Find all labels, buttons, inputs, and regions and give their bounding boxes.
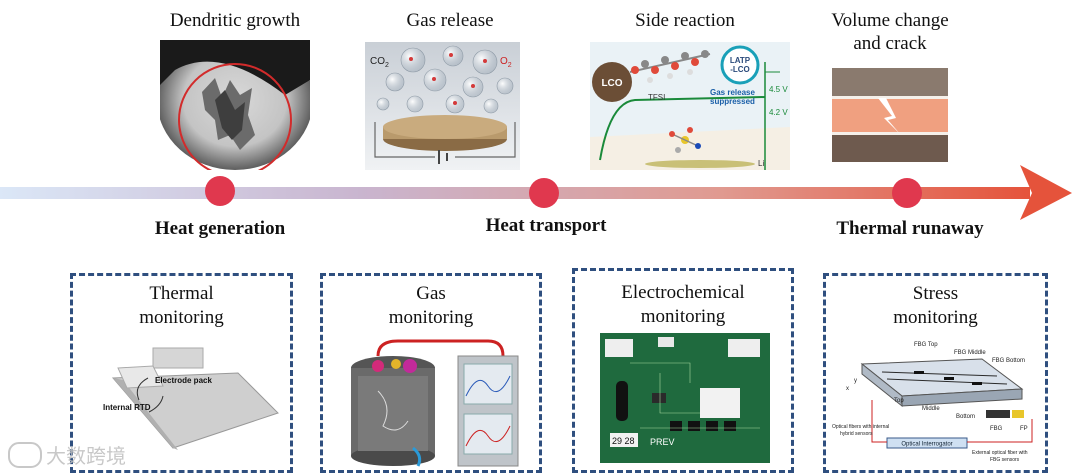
volume-crack-image	[832, 68, 948, 162]
timeline-dot-runaway	[892, 178, 922, 208]
stress-title-line1: Stress	[912, 283, 959, 304]
stress-fbg-illustration: FBG Top FBG Middle FBG Bottom x y Top Mi…	[832, 342, 1033, 463]
stage-heat-transport: Heat transport	[485, 215, 607, 236]
svg-text:Optical fibers with internal: Optical fibers with internal	[832, 424, 889, 430]
svg-text:y: y	[854, 378, 857, 384]
gas-monitoring-box: Gas monitoring	[320, 273, 542, 473]
thermal-monitoring-box: Thermal monitoring Electrode pack Intern…	[70, 273, 293, 473]
gas-title-line2: monitoring	[388, 307, 474, 328]
svg-text:FBG Top: FBG Top	[914, 342, 938, 348]
svg-text:FBG Bottom: FBG Bottom	[992, 358, 1025, 364]
title-volume-line1: Volume change	[831, 10, 949, 31]
title-volume-change: Volume change and crack	[800, 9, 980, 55]
electrochemical-title-line1: Electrochemical	[621, 282, 745, 303]
svg-text:LATP: LATP	[730, 56, 751, 65]
title-volume-line2: and crack	[853, 33, 927, 54]
svg-text:suppressed: suppressed	[710, 97, 755, 106]
svg-text:CO2: CO2	[370, 56, 389, 69]
gas-release-image: CO2 O2	[365, 42, 520, 170]
svg-text:4.5 V: 4.5 V	[769, 85, 788, 94]
svg-text:Internal RTD: Internal RTD	[103, 403, 151, 412]
electrochemical-monitoring-box: Electrochemical monitoring 29 28 PREV	[572, 268, 794, 473]
thermal-title-line1: Thermal	[149, 283, 214, 304]
svg-text:FBG Middle: FBG Middle	[954, 350, 986, 356]
gas-title-line1: Gas	[416, 283, 446, 304]
svg-text:x: x	[846, 386, 849, 392]
svg-text:LCO: LCO	[601, 78, 622, 89]
svg-text:Li: Li	[758, 159, 764, 168]
svg-text:O2: O2	[500, 56, 512, 69]
side-reaction-image: LCO LATP -LCO TFSI Gas release suppresse…	[590, 42, 790, 170]
svg-text:Gas release: Gas release	[710, 88, 755, 97]
watermark: 大数跨境	[8, 440, 126, 469]
title-gas-release: Gas release	[406, 10, 494, 31]
timeline-dot-transport	[529, 178, 559, 208]
timeline-dot-generation	[205, 176, 235, 206]
timeline-arrow	[0, 165, 1072, 220]
dendrite-image	[160, 40, 310, 170]
title-dendritic-growth: Dendritic growth	[169, 10, 301, 31]
electrochemical-title-line2: monitoring	[640, 306, 726, 327]
watermark-logo-icon	[8, 441, 42, 468]
thermal-cell-illustration: Electrode pack Internal RTD	[103, 347, 279, 450]
svg-text:FBG: FBG	[990, 426, 1003, 432]
svg-text:Optical Interrogator: Optical Interrogator	[901, 442, 952, 448]
svg-text:29 28: 29 28	[612, 436, 635, 446]
stage-thermal-runaway: Thermal runaway	[836, 218, 984, 239]
svg-text:Electrode pack: Electrode pack	[155, 376, 212, 385]
circuit-board-illustration: 29 28 PREV	[600, 333, 770, 463]
title-side-reaction: Side reaction	[635, 10, 735, 31]
svg-text:PREV: PREV	[650, 437, 675, 447]
stress-monitoring-box: Stress monitoring FBG Top FBG Middle FBG…	[823, 273, 1048, 473]
stress-title-line2: monitoring	[893, 307, 978, 328]
svg-text:FBG sensors: FBG sensors	[990, 457, 1020, 463]
stage-heat-generation: Heat generation	[154, 218, 286, 239]
svg-text:FP: FP	[1020, 426, 1028, 432]
svg-text:TFSI: TFSI	[648, 93, 665, 102]
svg-text:Middle: Middle	[922, 406, 940, 412]
gas-sensor-illustration	[351, 339, 519, 467]
svg-text:hybrid sensors: hybrid sensors	[840, 431, 873, 437]
watermark-text: 大数跨境	[46, 444, 126, 468]
svg-text:-LCO: -LCO	[730, 65, 750, 74]
svg-text:External optical fiber with: External optical fiber with	[972, 450, 1028, 456]
svg-text:Top: Top	[894, 398, 904, 404]
svg-text:4.2 V: 4.2 V	[769, 108, 788, 117]
thermal-title-line2: monitoring	[139, 307, 224, 328]
svg-text:Bottom: Bottom	[956, 414, 975, 420]
